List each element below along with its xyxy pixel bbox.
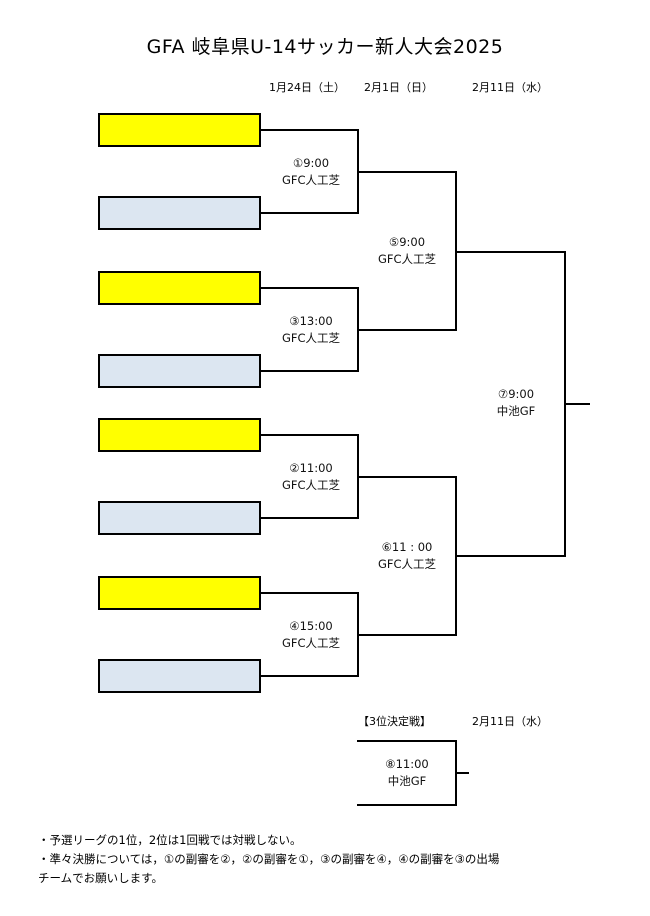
- team-slot-1: [98, 113, 261, 147]
- match-venue: GFC人工芝: [281, 173, 341, 187]
- note-1: ・予選リーグの1位，2位は1回戦では対戦しない。: [38, 833, 302, 847]
- bracket-line: [357, 476, 457, 478]
- date-final: 2月11日（水）: [472, 81, 548, 94]
- match-number: ⑥: [381, 540, 392, 554]
- team-slot-2: [98, 196, 261, 230]
- match-number: ①: [292, 156, 304, 170]
- team-slot-4: [98, 354, 261, 388]
- match-number: ⑤: [388, 235, 400, 249]
- match-number: ③: [289, 314, 300, 328]
- bracket-line: [261, 434, 359, 436]
- bracket-line: [261, 212, 359, 214]
- team-slot-8: [98, 659, 261, 693]
- bracket-line: [455, 251, 566, 253]
- team-slot-3: [98, 271, 261, 305]
- match-2-label: ②11:00 GFC人工芝: [262, 460, 360, 494]
- match-4-label: ④15:00 GFC人工芝: [262, 618, 360, 652]
- match-venue: GFC人工芝: [281, 478, 341, 492]
- match-number: ⑧: [385, 757, 396, 771]
- match-time: 15:00: [299, 619, 333, 633]
- match-venue: GFC人工芝: [281, 636, 341, 650]
- bracket-line: [357, 740, 457, 742]
- match-number: ⑦: [497, 387, 509, 401]
- bracket-line: [261, 517, 359, 519]
- bracket-line: [261, 675, 359, 677]
- match-8-label: ⑧11:00 中池GF: [358, 756, 456, 790]
- match-venue: 中池GF: [387, 774, 427, 788]
- note-3: チームでお願いします。: [38, 871, 164, 885]
- match-venue: 中池GF: [496, 404, 536, 418]
- third-place-winner-line: [455, 772, 469, 774]
- team-slot-6: [98, 501, 261, 535]
- third-place-label: 【3位決定戦】: [358, 715, 431, 728]
- match-number: ④: [289, 619, 300, 633]
- date-round1: 1月24日（土）: [269, 81, 345, 94]
- match-time: 11:00: [299, 461, 333, 475]
- match-time: 9:00: [399, 235, 426, 249]
- bracket-line: [261, 592, 359, 594]
- match-venue: GFC人工芝: [377, 557, 437, 571]
- match-time: 13:00: [299, 314, 333, 328]
- team-slot-5: [98, 418, 261, 452]
- match-7-label: ⑦9:00 中池GF: [466, 386, 566, 420]
- champion-line: [564, 403, 590, 405]
- page-title: GFA 岐阜県U-14サッカー新人大会2025: [146, 36, 504, 58]
- bracket-line: [261, 370, 359, 372]
- match-5-label: ⑤9:00 GFC人工芝: [358, 234, 456, 268]
- team-slot-7: [98, 576, 261, 610]
- match-venue: GFC人工芝: [377, 252, 437, 266]
- bracket-line: [455, 555, 566, 557]
- third-place-date: 2月11日（水）: [472, 715, 548, 728]
- match-1-label: ①9:00 GFC人工芝: [262, 155, 360, 189]
- bracket-line: [261, 287, 359, 289]
- bracket-line: [357, 634, 457, 636]
- bracket-line: [357, 804, 457, 806]
- date-round2: 2月1日（日）: [364, 81, 433, 94]
- match-time: 9:00: [508, 387, 535, 401]
- bracket-line: [261, 129, 359, 131]
- match-venue: GFC人工芝: [281, 331, 341, 345]
- match-number: ②: [289, 461, 300, 475]
- match-time: 9:00: [303, 156, 330, 170]
- bracket-line: [357, 171, 457, 173]
- note-2: ・準々決勝については，①の副審を②，②の副審を①，③の副審を④，④の副審を③の出…: [38, 852, 500, 866]
- match-time: 11 : 00: [391, 540, 433, 554]
- match-6-label: ⑥11 : 00 GFC人工芝: [358, 539, 456, 573]
- match-3-label: ③13:00 GFC人工芝: [262, 313, 360, 347]
- bracket-line: [357, 329, 457, 331]
- match-time: 11:00: [395, 757, 429, 771]
